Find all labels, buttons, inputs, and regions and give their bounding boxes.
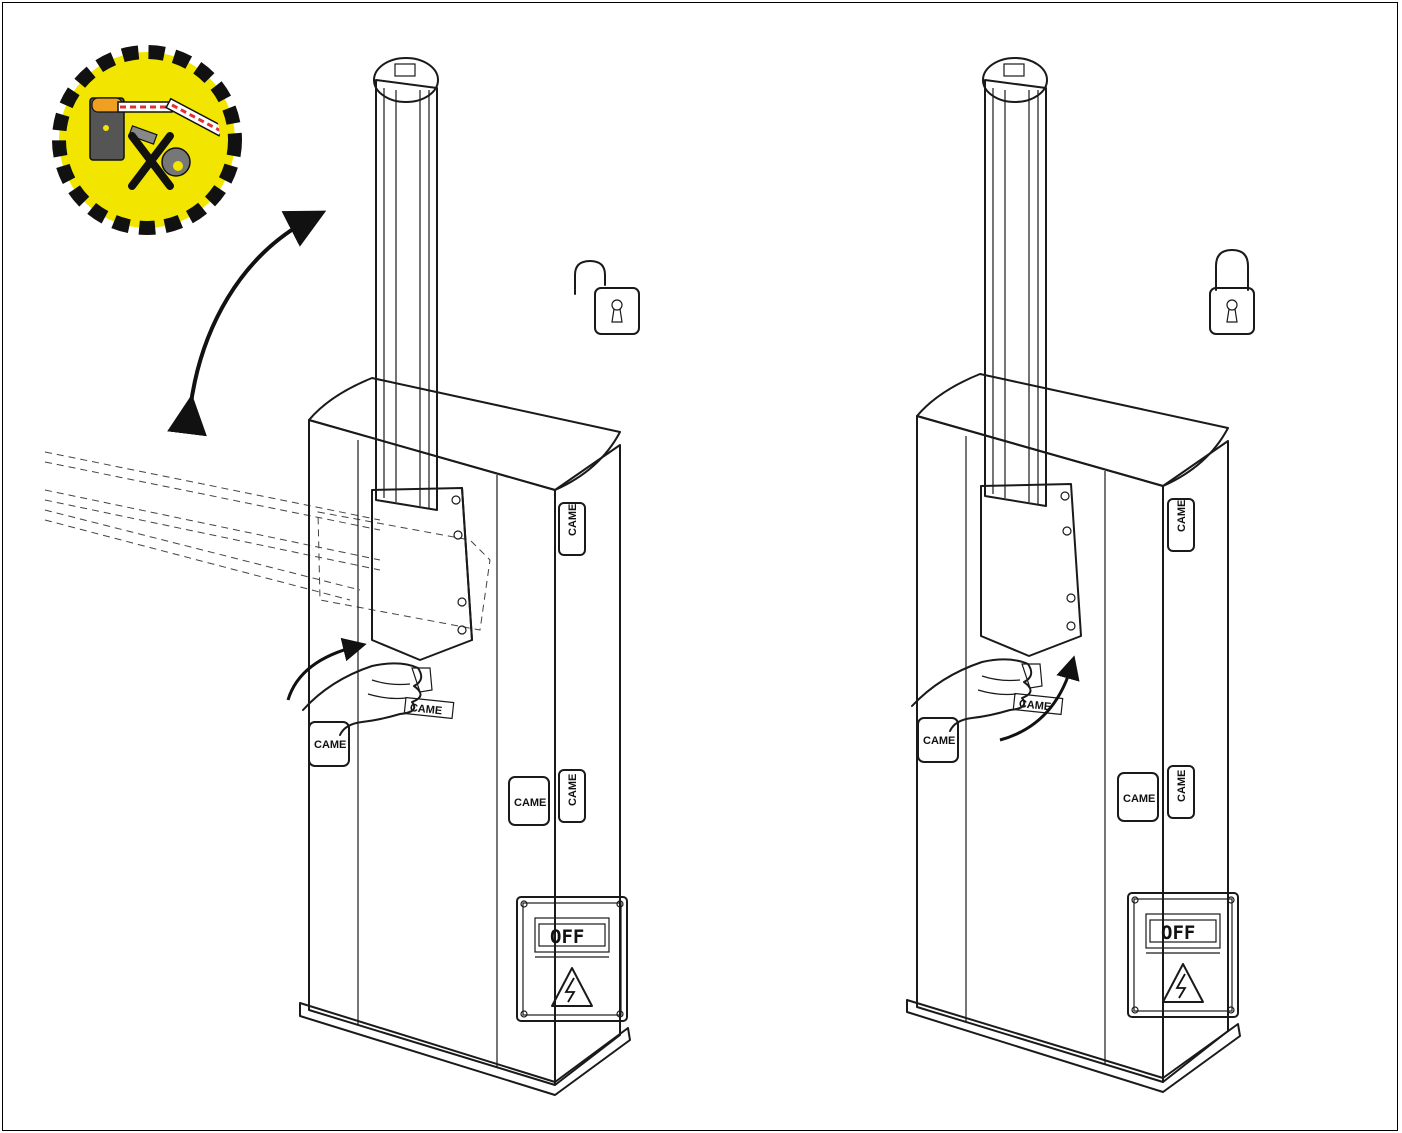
- svg-text:OFF: OFF: [1161, 922, 1195, 944]
- svg-text:CAME: CAME: [567, 774, 579, 806]
- svg-text:CAME: CAME: [514, 797, 546, 809]
- came-logo-plate: CAME: [1167, 498, 1195, 552]
- came-logo-plate: CAME: [1117, 772, 1159, 822]
- came-logo-plate: CAME: [508, 776, 550, 826]
- bidirectional-arrow-icon: [167, 210, 327, 437]
- came-logo-plate: CAME: [917, 717, 959, 763]
- turn-direction-arrow: [999, 655, 1080, 742]
- padlock-open-icon: [574, 260, 640, 335]
- came-logo-plate: CAME: [1167, 765, 1195, 819]
- boom-motion-trace: [44, 451, 491, 631]
- svg-text:CAME: CAME: [567, 504, 579, 536]
- svg-text:CAME: CAME: [314, 739, 346, 751]
- hand-turning-key: [302, 662, 433, 736]
- svg-text:CAME: CAME: [923, 735, 955, 747]
- key-release-plate: CAME: [1012, 692, 1064, 716]
- svg-text:CAME: CAME: [1018, 698, 1051, 713]
- barrier-no-manual-release-icon: [52, 45, 242, 235]
- svg-text:CAME: CAME: [1176, 770, 1188, 802]
- hand-turning-key: [911, 658, 1043, 732]
- turn-direction-arrow: [286, 637, 367, 701]
- key-release-plate: CAME: [403, 696, 455, 720]
- svg-text:CAME: CAME: [1123, 793, 1155, 805]
- power-switch-box: OFF: [1127, 892, 1239, 1018]
- high-voltage-warning-icon: [551, 967, 593, 1007]
- padlock-closed-icon: [1209, 249, 1255, 335]
- barrier-cabinet-left: CAME CAME CAME CAME CAME: [44, 57, 631, 1096]
- came-logo-plate: CAME: [558, 769, 586, 823]
- came-logo-plate: CAME: [308, 721, 350, 767]
- svg-text:CAME: CAME: [1176, 500, 1188, 532]
- svg-text:OFF: OFF: [550, 926, 584, 948]
- power-switch-box: OFF: [516, 896, 628, 1022]
- barrier-cabinet-right: CAME CAME CAME CAME CAME: [906, 57, 1241, 1093]
- svg-text:CAME: CAME: [409, 702, 442, 717]
- high-voltage-warning-icon: [1162, 963, 1204, 1003]
- came-logo-plate: CAME: [558, 502, 586, 556]
